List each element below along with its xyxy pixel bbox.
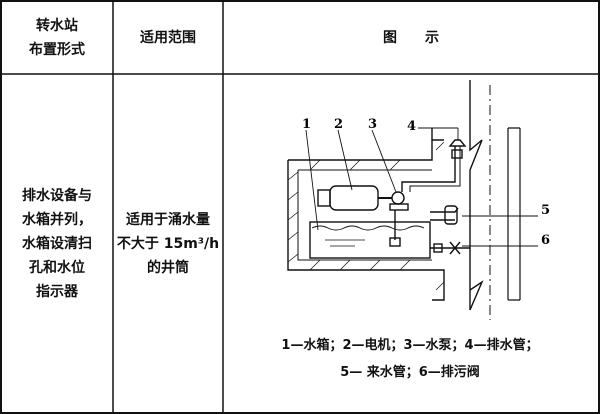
marker-5: 5 bbox=[541, 203, 550, 218]
layout-line: 水箱并列， bbox=[22, 211, 92, 228]
marker-2: 2 bbox=[334, 117, 343, 132]
scope-line: 不大于 15m³/h bbox=[116, 235, 220, 252]
layout-line: 排水设备与 bbox=[22, 187, 92, 204]
header-layout: 转水站 布置形式 bbox=[2, 2, 112, 73]
cell-layout: 排水设备与 水箱并列， 水箱设清扫 孔和水位 指示器 bbox=[2, 75, 112, 412]
marker-4: 4 bbox=[407, 119, 416, 134]
marker-6: 6 bbox=[541, 233, 550, 248]
header-layout-line1: 转水站 bbox=[36, 17, 78, 34]
layout-line: 指示器 bbox=[36, 283, 78, 300]
layout-line: 孔和水位 bbox=[29, 259, 85, 276]
legend-line-1: 1—水箱；2—电机；3—水泵；4—排水管； bbox=[281, 338, 539, 353]
marker-1: 1 bbox=[302, 117, 311, 132]
header-diagram: 图 示 bbox=[383, 29, 439, 46]
scope-line: 的井筒 bbox=[147, 259, 189, 276]
layout-line: 水箱设清扫 bbox=[22, 235, 92, 252]
header-layout-line2: 布置形式 bbox=[29, 41, 85, 58]
marker-3: 3 bbox=[368, 117, 377, 132]
cell-scope: 适用于涌水量 不大于 15m³/h 的井筒 bbox=[114, 75, 222, 412]
scope-line: 适用于涌水量 bbox=[126, 211, 210, 228]
legend-line-2: 5— 来水管；6—排污阀 bbox=[340, 365, 480, 380]
header-scope: 适用范围 bbox=[140, 29, 196, 46]
drainage-diagram: 1 2 3 4 5 6 bbox=[287, 80, 550, 320]
